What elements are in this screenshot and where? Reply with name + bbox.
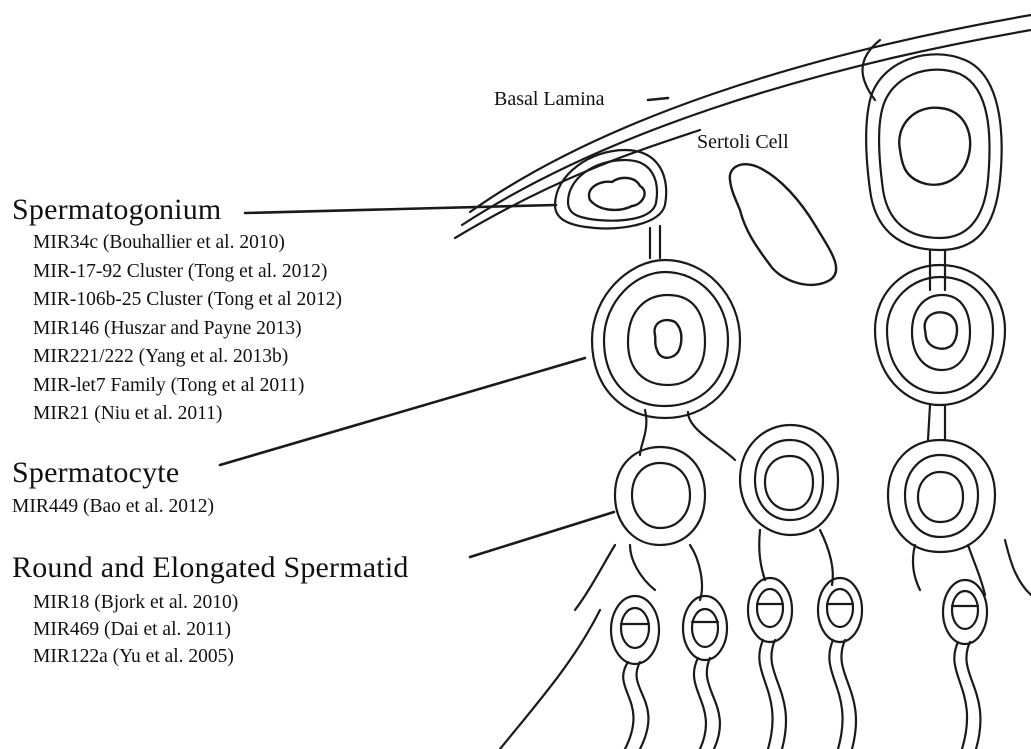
spermatid-leader	[470, 512, 614, 557]
round-spermatid-middle	[740, 425, 838, 585]
round-spermatid-right	[888, 440, 995, 595]
list-item: MIR122a (Yu et al. 2005)	[33, 646, 238, 673]
spermatocyte-title: Spermatocyte	[12, 456, 179, 490]
elongated-spermatid-1	[611, 596, 659, 749]
spermatogonium-cell-right	[863, 40, 1002, 290]
spermatocyte-mir-item: MIR449 (Bao et al. 2012)	[12, 496, 214, 518]
list-item: MIR34c (Bouhallier et al. 2010)	[33, 232, 342, 261]
spermatocyte-cell-left	[592, 260, 740, 460]
list-item: MIR221/222 (Yang et al. 2013b)	[33, 346, 342, 375]
spermatogonium-mir-list: MIR34c (Bouhallier et al. 2010) MIR-17-9…	[33, 232, 342, 432]
list-item: MIR146 (Huszar and Payne 2013)	[33, 318, 342, 347]
sertoli-nucleus	[730, 164, 836, 285]
spermatogonium-cell	[555, 150, 666, 258]
list-item: MIR-106b-25 Cluster (Tong et al 2012)	[33, 289, 342, 318]
spermatid-title: Round and Elongated Spermatid	[12, 551, 409, 585]
elongated-spermatid-5	[943, 580, 987, 749]
spermatocyte-cell-right	[875, 265, 1005, 440]
tubule-lumen-contour	[500, 540, 1031, 749]
elongated-spermatid-3	[748, 578, 792, 749]
basal-lamina-leader	[648, 98, 668, 100]
list-item: MIR-17-92 Cluster (Tong et al. 2012)	[33, 261, 342, 290]
list-item: MIR469 (Dai et al. 2011)	[33, 619, 238, 646]
spermatogonium-leader	[245, 205, 556, 213]
elongated-spermatid-4	[818, 578, 862, 749]
list-item: MIR-let7 Family (Tong et al 2011)	[33, 375, 342, 404]
list-item: MIR21 (Niu et al. 2011)	[33, 403, 342, 432]
spermatogonium-title: Spermatogonium	[12, 193, 221, 227]
basal-lamina-label: Basal Lamina	[494, 88, 605, 111]
elongated-spermatid-2	[683, 596, 727, 749]
spermatid-mir-list: MIR18 (Bjork et al. 2010) MIR469 (Dai et…	[33, 592, 238, 673]
list-item: MIR18 (Bjork et al. 2010)	[33, 592, 238, 619]
round-spermatid-left	[615, 447, 705, 600]
sertoli-cell-label: Sertoli Cell	[697, 131, 789, 154]
